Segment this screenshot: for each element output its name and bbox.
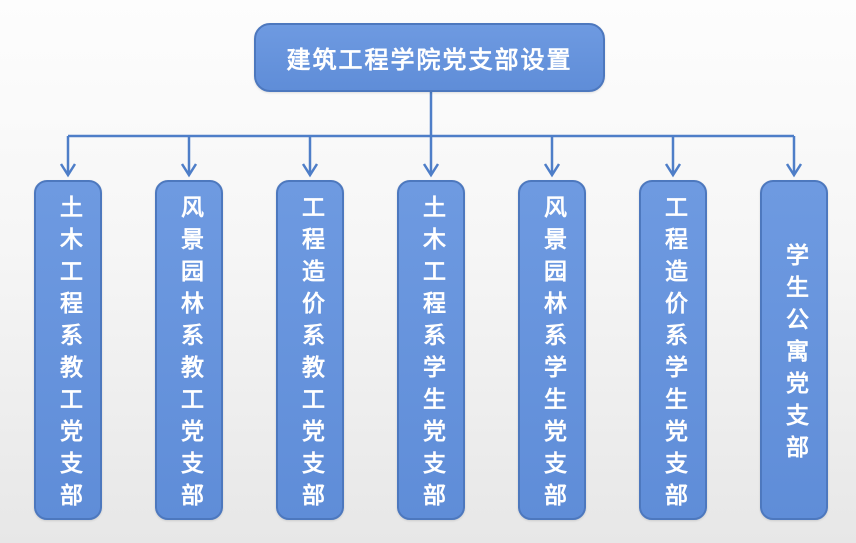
branch-node-label: 工程造价系教工党支部: [297, 194, 324, 515]
arrowhead-icon: [301, 163, 319, 178]
branch-node-civil-engineering-faculty: 土木工程系教工党支部: [34, 180, 102, 520]
branch-node-student-apartment: 学生公寓党支部: [760, 180, 828, 520]
branch-node-cost-engineering-students: 工程造价系学生党支部: [639, 180, 707, 520]
branch-node-cost-engineering-faculty: 工程造价系教工党支部: [276, 180, 344, 520]
arrowhead-icon: [59, 163, 77, 178]
branch-node-label: 风景园林系学生党支部: [539, 194, 566, 515]
arrowhead-icon: [422, 163, 440, 178]
branch-node-label: 学生公寓党支部: [781, 242, 808, 467]
branch-node-landscape-students: 风景园林系学生党支部: [518, 180, 586, 520]
root-node-label: 建筑工程学院党支部设置: [286, 46, 573, 74]
arrowhead-icon: [664, 163, 682, 178]
branch-node-label: 风景园林系教工党支部: [176, 194, 203, 515]
branch-node-civil-engineering-students: 土木工程系学生党支部: [397, 180, 465, 520]
arrowhead-icon: [543, 163, 561, 178]
arrowhead-icon: [180, 163, 198, 178]
root-node: 建筑工程学院党支部设置: [254, 23, 605, 92]
branch-node-label: 土木工程系教工党支部: [55, 194, 82, 515]
arrowhead-icon: [785, 163, 803, 178]
branch-node-label: 工程造价系学生党支部: [660, 194, 687, 515]
branch-node-landscape-faculty: 风景园林系教工党支部: [155, 180, 223, 520]
branch-node-label: 土木工程系学生党支部: [418, 194, 445, 515]
